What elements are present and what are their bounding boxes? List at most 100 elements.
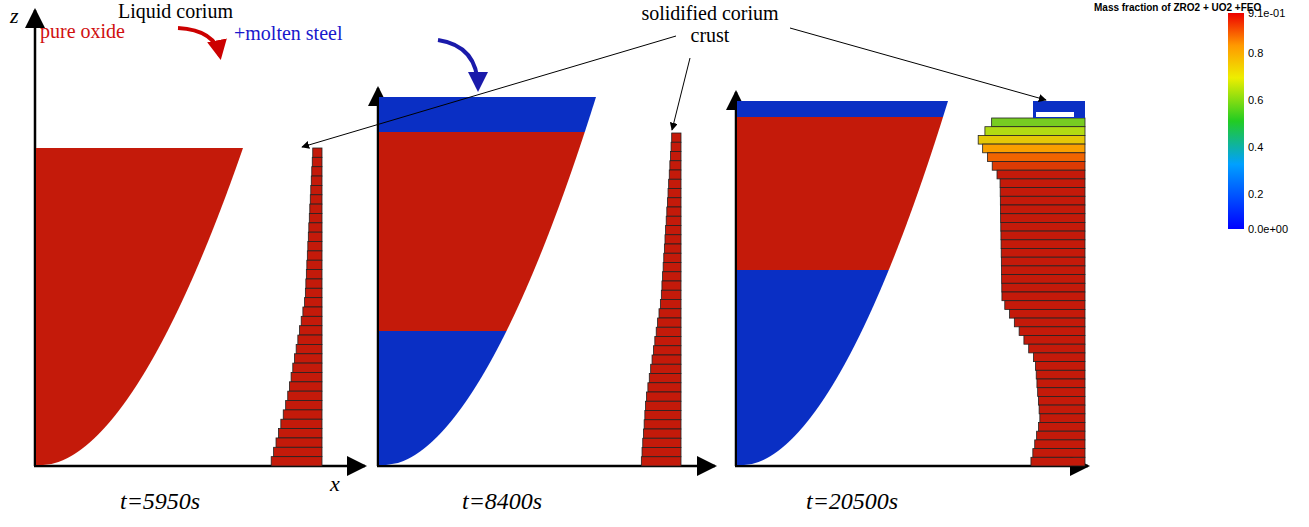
crust-cell xyxy=(1035,440,1085,449)
crust-cell xyxy=(992,162,1085,171)
crust-cell xyxy=(296,344,322,353)
crust-cell xyxy=(646,401,681,410)
crust-cell xyxy=(992,118,1085,127)
pool-label: pure oxide xyxy=(40,20,125,42)
crust-cell xyxy=(308,242,322,251)
crust-cell xyxy=(644,420,681,429)
time-label: t=5950s xyxy=(120,488,200,514)
crust-cell xyxy=(987,153,1085,162)
crust-cell xyxy=(655,337,681,346)
crust-cell xyxy=(1035,362,1085,371)
colorbar-tick: 0.0e+00 xyxy=(1248,223,1288,235)
crust-cell xyxy=(651,364,681,373)
crust-cell xyxy=(1019,327,1085,336)
crust-cell xyxy=(656,327,681,336)
crust-cell xyxy=(652,355,681,364)
melt-layer xyxy=(737,270,889,465)
colorbar-tick: 0.6 xyxy=(1248,94,1263,106)
crust-cell xyxy=(298,335,322,344)
steel-crust xyxy=(1033,101,1085,118)
pool-label: +molten steel xyxy=(234,22,342,44)
corium-crusts xyxy=(271,101,1085,466)
curved-arrow xyxy=(438,40,478,88)
crust-cell xyxy=(658,318,681,327)
crust-cell xyxy=(294,354,322,363)
axes xyxy=(34,10,1088,466)
curved-arrow xyxy=(178,28,220,56)
time-label: t=20500s xyxy=(806,488,898,514)
crust-cell xyxy=(665,235,681,244)
crust-cell xyxy=(300,326,322,335)
crust-cell xyxy=(306,279,322,288)
leader-line xyxy=(302,36,676,147)
crust-cell xyxy=(1033,353,1085,362)
colorbar-tick: 0.4 xyxy=(1248,141,1263,153)
crust-cell xyxy=(312,167,322,176)
crust-cell xyxy=(1014,318,1085,327)
crust-cell xyxy=(1038,388,1085,397)
leader-line xyxy=(790,28,1046,100)
crust-cell xyxy=(663,263,681,272)
crust-cell xyxy=(306,270,322,279)
crust-cell xyxy=(1000,205,1085,214)
crust-cell xyxy=(669,170,681,179)
axis-label: x xyxy=(330,472,340,496)
crust-cell xyxy=(670,161,681,170)
melt-layer xyxy=(737,117,943,270)
crust-cell xyxy=(667,207,681,216)
crust-cell xyxy=(1001,240,1085,249)
crust-cell xyxy=(1000,196,1085,205)
crust-cell xyxy=(307,260,322,269)
gap xyxy=(1036,112,1074,117)
crust-cell xyxy=(310,195,322,204)
crust-cell xyxy=(1001,214,1085,223)
crust-cell xyxy=(311,176,322,185)
crust-cell xyxy=(659,309,681,318)
crust-cell xyxy=(271,457,322,466)
crust-cell xyxy=(309,213,322,222)
crust-cell xyxy=(1000,188,1085,197)
crust-cell xyxy=(283,410,322,419)
time-label: t=8400s xyxy=(462,488,542,514)
crust-cell xyxy=(978,135,1085,144)
crust-cell xyxy=(1000,179,1085,188)
crust-cell xyxy=(647,392,681,401)
crust-cell xyxy=(653,346,681,355)
crust-cell xyxy=(668,189,681,198)
crust-cell xyxy=(305,298,322,307)
crust-cell xyxy=(1029,344,1085,353)
crust-cell xyxy=(1005,301,1085,310)
crust-cell xyxy=(664,244,681,253)
crust-cell xyxy=(666,226,681,235)
crust-cell xyxy=(1002,292,1085,301)
crust-cell xyxy=(649,374,681,383)
crust-cell xyxy=(642,448,681,457)
colorbar xyxy=(1228,13,1244,229)
crust-cell xyxy=(660,300,681,309)
crust-cell xyxy=(1002,283,1085,292)
crust-cell xyxy=(309,223,322,232)
crust-cell xyxy=(670,152,681,161)
melt-layer xyxy=(379,331,506,465)
crust-cell xyxy=(286,401,322,410)
leader-lines xyxy=(178,28,1046,147)
crust-cell xyxy=(1039,423,1085,432)
crust-cell xyxy=(303,307,322,316)
crust-cell xyxy=(1001,231,1085,240)
crust-cell xyxy=(641,457,681,466)
crust-cell xyxy=(985,127,1085,136)
crust-cell xyxy=(666,216,681,225)
crust-cell xyxy=(276,438,322,447)
crust-cell xyxy=(983,144,1085,153)
crust-cell xyxy=(1001,257,1085,266)
crust-cell xyxy=(288,391,322,400)
crust-cell xyxy=(313,148,322,157)
crust-cell xyxy=(1001,249,1085,258)
crust-cell xyxy=(278,429,322,438)
crust-cell xyxy=(305,288,322,297)
crust-cell xyxy=(307,251,322,260)
crust-cell xyxy=(281,419,322,428)
axis-label: z xyxy=(10,4,19,28)
crust-cell xyxy=(293,363,322,372)
